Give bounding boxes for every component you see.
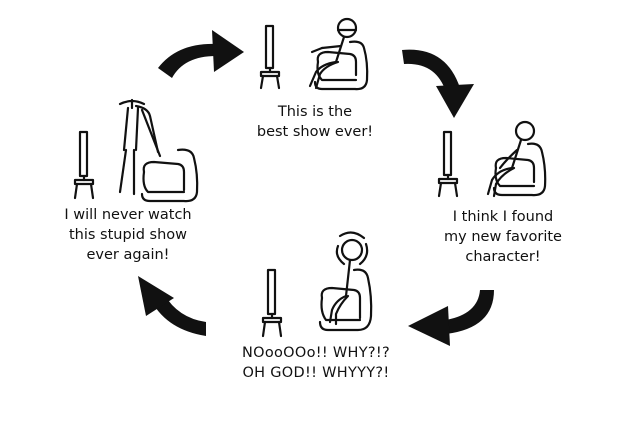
caption-line: This is the bbox=[277, 104, 353, 120]
caption-top: This is the best show ever! bbox=[210, 102, 420, 142]
caption-bottom: NOooOOo!! WHY?!? OH GOD!! WHYYY?! bbox=[196, 343, 436, 383]
left-scene bbox=[73, 98, 199, 203]
caption-left: I will never watch this stupid show ever… bbox=[18, 205, 238, 265]
cycle-arrow-icon bbox=[408, 290, 494, 346]
tv-icon bbox=[259, 24, 281, 90]
tv-icon bbox=[73, 130, 95, 200]
stick-figure-icon bbox=[486, 120, 536, 198]
cycle-arrow-icon bbox=[138, 276, 206, 336]
armchair-icon bbox=[140, 148, 199, 203]
armchair-icon bbox=[313, 40, 369, 91]
stick-figure-icon bbox=[118, 98, 162, 196]
cycle-arrow-icon bbox=[158, 30, 244, 78]
caption-line: OH GOD!! WHYYY?! bbox=[242, 365, 390, 381]
stick-figure-icon bbox=[328, 231, 369, 326]
stick-figure-icon bbox=[308, 17, 358, 90]
bottom-scene bbox=[261, 231, 373, 338]
caption-line: ever again! bbox=[86, 247, 170, 263]
tv-icon bbox=[261, 268, 283, 338]
caption-line: character! bbox=[465, 249, 541, 265]
caption-line: I will never watch bbox=[64, 207, 192, 223]
caption-line: I think I found bbox=[452, 209, 554, 225]
caption-line: my new favorite bbox=[444, 229, 562, 245]
right-scene bbox=[437, 120, 547, 198]
cycle-arrows bbox=[138, 30, 494, 346]
armchair-icon bbox=[492, 142, 547, 197]
caption-line: NOooOOo!! WHY?!? bbox=[241, 345, 391, 361]
caption-right: I think I found my new favorite characte… bbox=[398, 207, 608, 267]
tv-icon bbox=[437, 130, 459, 198]
cycle-arrow-icon bbox=[402, 49, 474, 118]
caption-line: this stupid show bbox=[68, 227, 188, 243]
top-scene bbox=[259, 17, 369, 91]
armchair-icon bbox=[318, 268, 373, 332]
caption-line: best show ever! bbox=[256, 124, 374, 140]
